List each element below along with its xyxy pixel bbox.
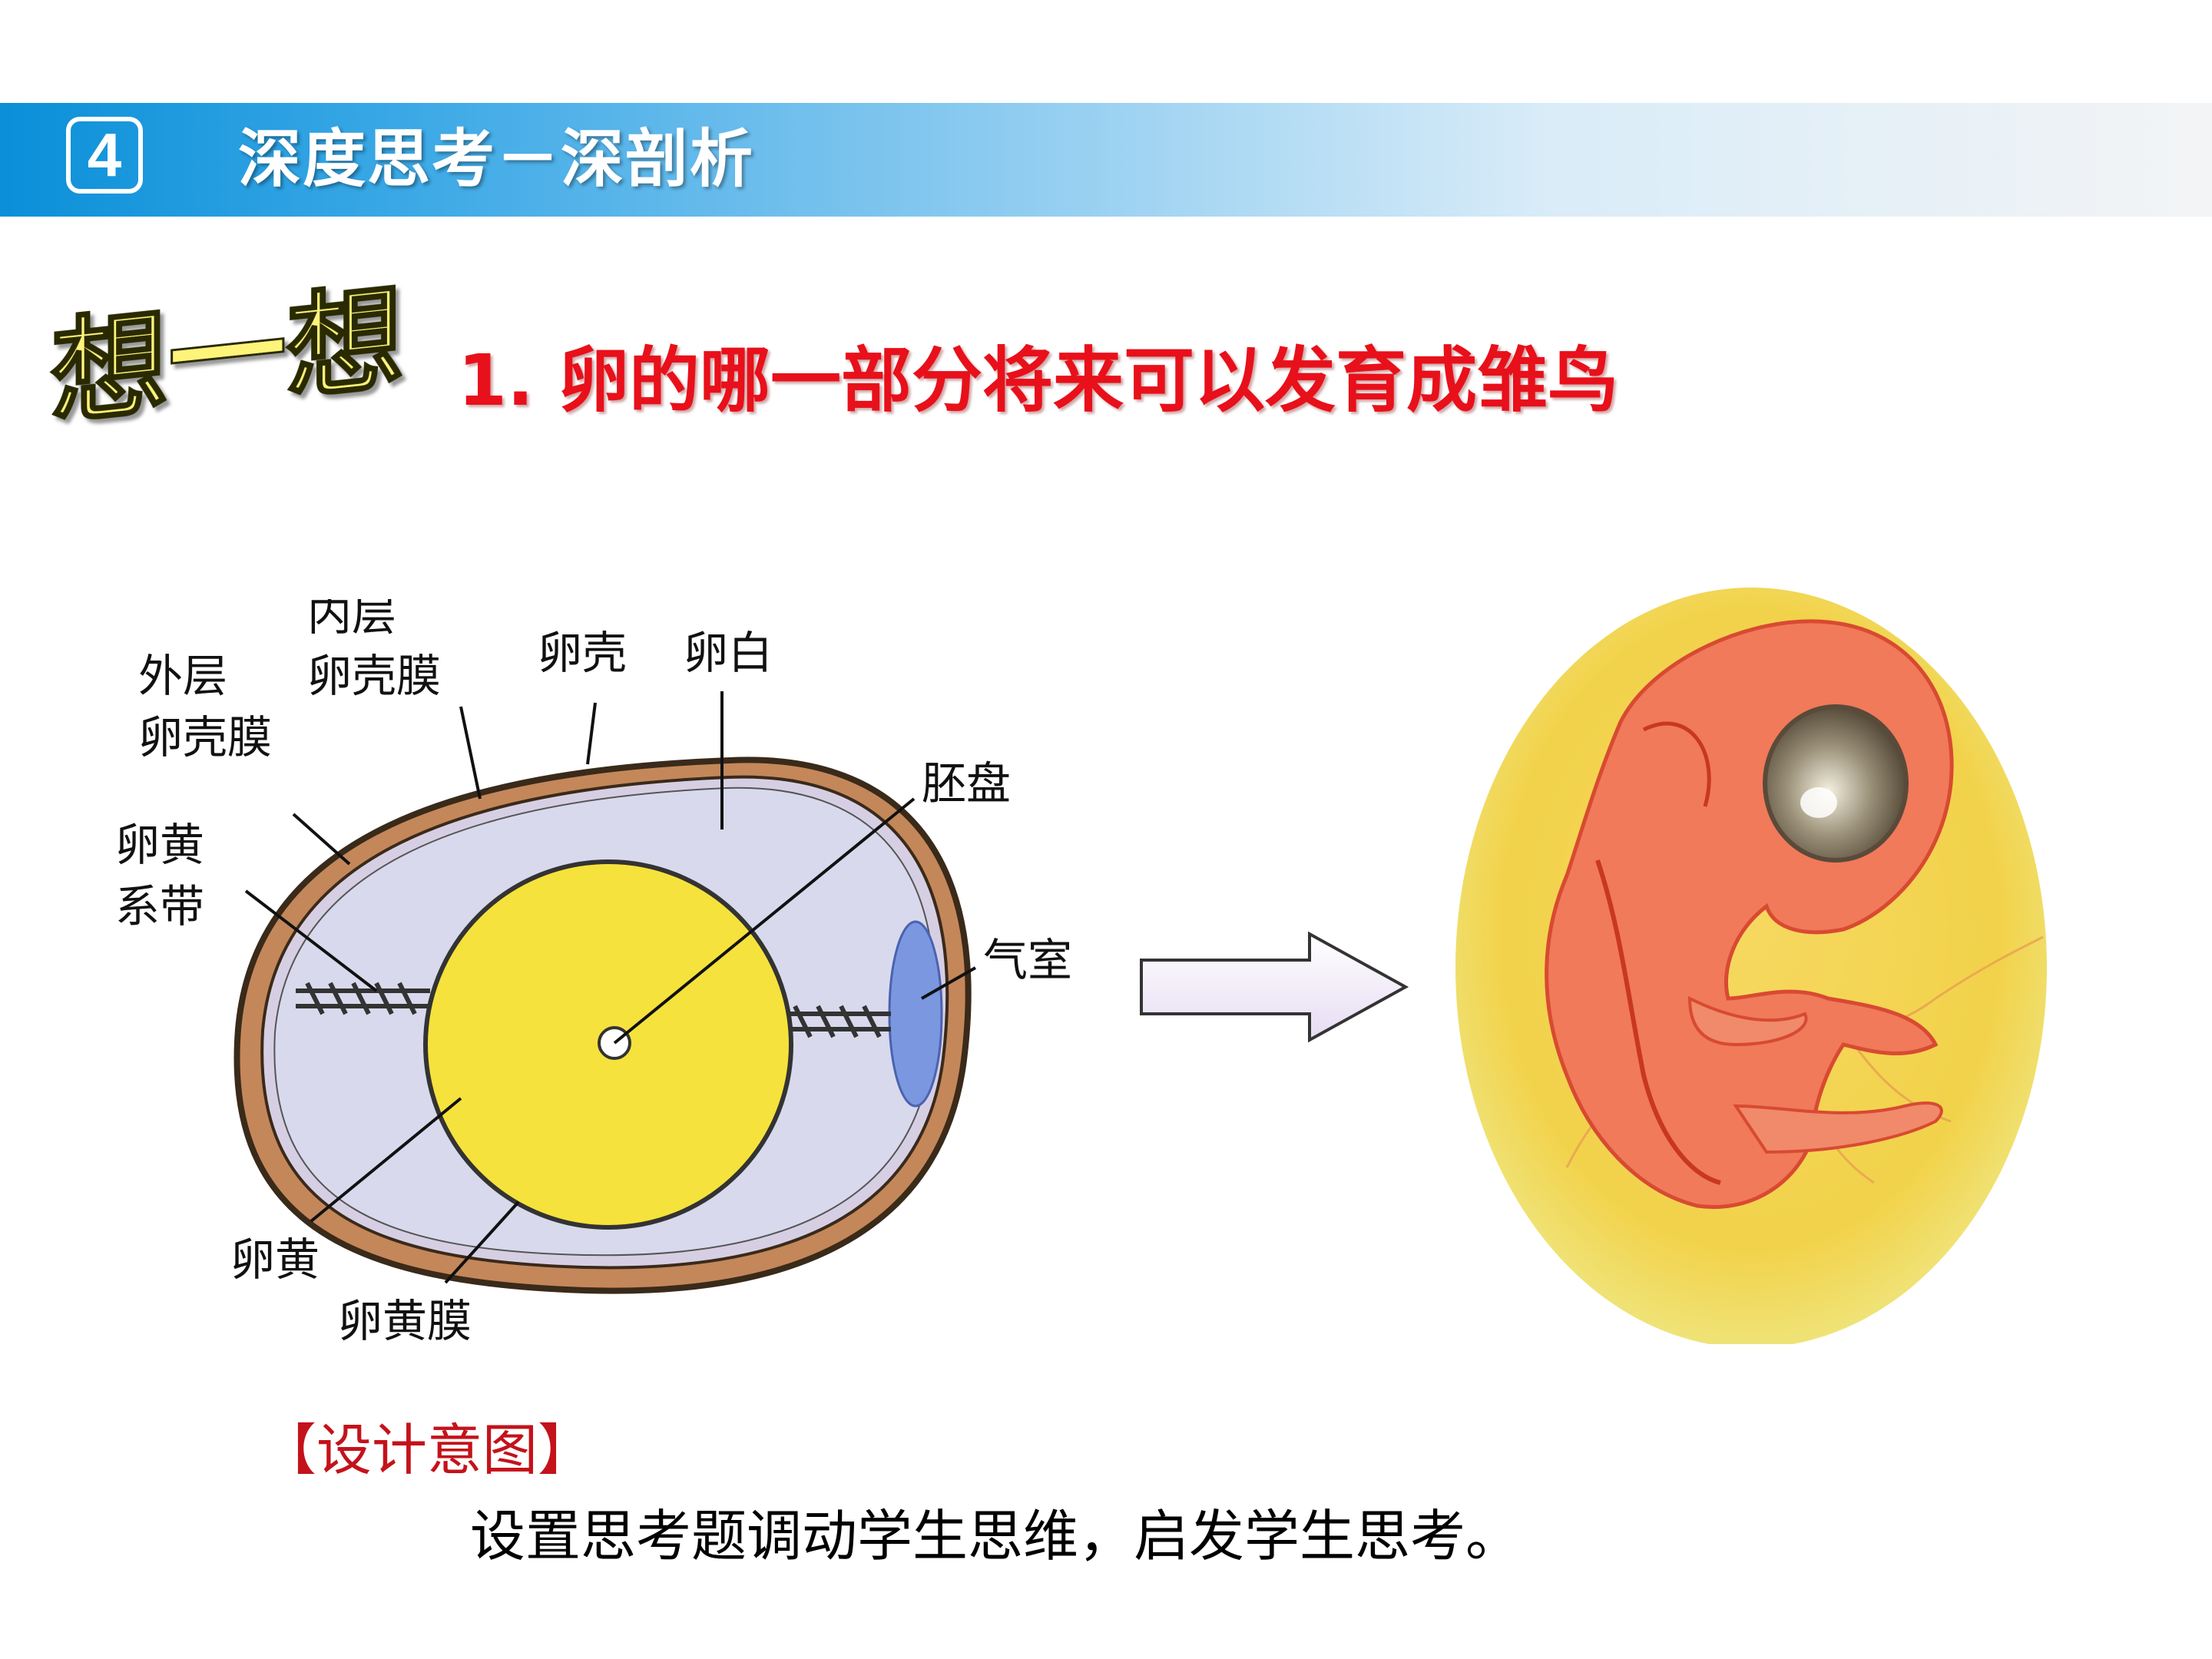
chalaza-left — [296, 982, 430, 1015]
label-yolk-membrane: 卵黄膜 — [338, 1295, 472, 1347]
label-outer-membrane-1: 外层 — [138, 650, 227, 702]
think-badge-text: 想一想 — [51, 271, 404, 442]
embryo-leg — [1733, 1101, 1943, 1154]
label-germinal-disc: 胚盘 — [922, 757, 1011, 810]
question-text: 1. 卵的哪一部分将来可以发育成雏鸟 — [458, 339, 1618, 422]
section-banner: 4 深度思考－深剖析 — [0, 103, 2212, 217]
label-chalaza-2: 系带 — [115, 880, 204, 932]
label-yolk: 卵黄 — [230, 1233, 320, 1286]
label-inner-membrane-2: 卵壳膜 — [307, 650, 441, 702]
label-air-cell: 气室 — [983, 934, 1072, 986]
air-cell — [888, 920, 943, 1108]
section-number: 4 — [66, 117, 143, 194]
embryo-wing — [1687, 995, 1808, 1047]
label-outer-membrane-2: 卵壳膜 — [138, 711, 272, 763]
label-shell: 卵壳 — [538, 627, 627, 679]
label-albumen: 卵白 — [684, 627, 773, 679]
chick-embryo-illustration — [1455, 588, 2047, 1344]
think-badge: 想一想 — [50, 270, 406, 443]
arrow-right-icon — [1140, 931, 1409, 1043]
intent-body: 设置思考题调动学生思维，启发学生思考。 — [470, 1504, 1522, 1568]
label-chalaza-1: 卵黄 — [115, 819, 204, 871]
intent-title: 【设计意图】 — [261, 1418, 594, 1482]
embryo-eye — [1763, 704, 1909, 863]
section-title: 深度思考－深剖析 — [238, 123, 755, 196]
label-inner-membrane-1: 内层 — [307, 599, 396, 641]
egg-structure-diagram: 外层 卵壳膜 内层 卵壳膜 卵壳 卵白 胚盘 卵黄 系带 气室 卵黄 卵黄膜 — [115, 599, 1072, 1347]
chalaza-right — [783, 1005, 891, 1038]
